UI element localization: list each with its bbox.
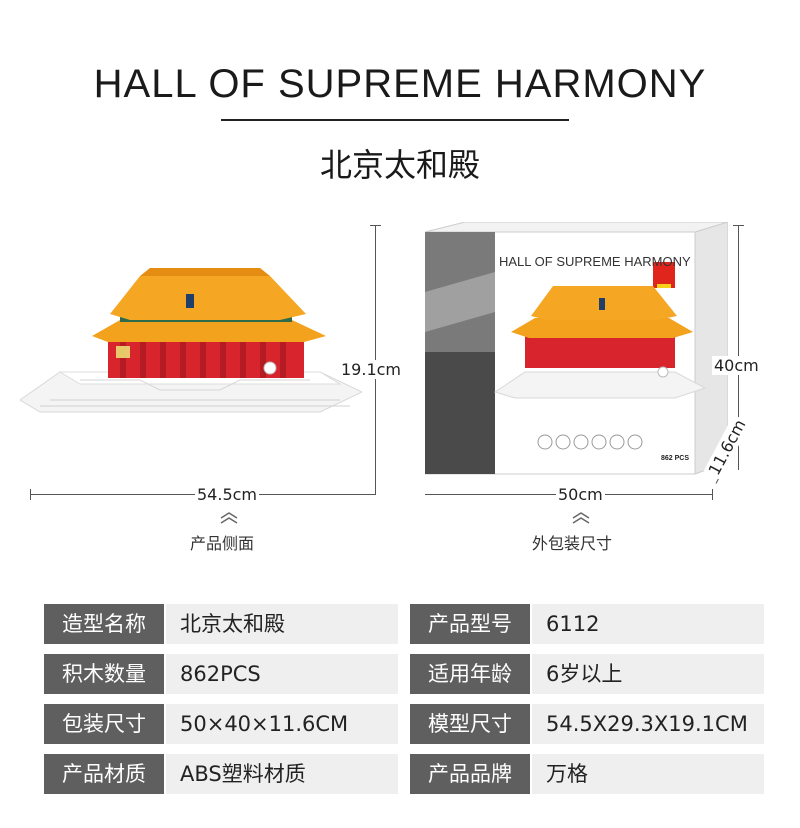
model-side-caption: 产品侧面 xyxy=(190,534,255,553)
model-height-label: 19.1cm xyxy=(339,360,404,379)
box-image: HALL OF SUPREME HARMONY 862 PCS xyxy=(425,222,728,475)
model-image xyxy=(20,268,362,413)
page-title: HALL OF SUPREME HARMONY xyxy=(93,62,707,106)
table-row: 积木数量 862PCS 适用年龄 6岁以上 xyxy=(44,654,764,694)
spec-label: 积木数量 xyxy=(44,654,164,694)
box-height-line xyxy=(738,225,739,470)
page-subtitle: 北京太和殿 xyxy=(319,146,480,184)
box-title: HALL OF SUPREME HARMONY xyxy=(499,254,691,269)
box-pcs: 862 PCS xyxy=(661,455,689,462)
spec-label: 产品品牌 xyxy=(410,754,530,794)
chevron-up-icon xyxy=(220,512,238,524)
spec-value: 54.5X29.3X19.1CM xyxy=(532,704,764,744)
box-width-label: 50cm xyxy=(556,485,605,504)
spec-value: ABS塑料材质 xyxy=(166,754,398,794)
spec-value: 6岁以上 xyxy=(532,654,764,694)
box-width-tick-right xyxy=(712,489,713,500)
spec-label: 模型尺寸 xyxy=(410,704,530,744)
box-size-caption: 外包装尺寸 xyxy=(532,534,613,553)
spec-value: 6112 xyxy=(532,604,764,644)
spec-value: 万格 xyxy=(532,754,764,794)
model-height-tick-top xyxy=(370,225,381,226)
model-length-label: 54.5cm xyxy=(195,485,260,504)
model-length-tick-left xyxy=(30,489,31,500)
spec-label: 适用年龄 xyxy=(410,654,530,694)
spec-value: 862PCS xyxy=(166,654,398,694)
spec-label: 造型名称 xyxy=(44,604,164,644)
spec-label: 产品型号 xyxy=(410,604,530,644)
box-height-label: 40cm xyxy=(712,356,761,375)
spec-label: 产品材质 xyxy=(44,754,164,794)
chevron-up-icon xyxy=(572,512,590,524)
box-height-tick-top xyxy=(733,225,744,226)
table-row: 造型名称 北京太和殿 产品型号 6112 xyxy=(44,604,764,644)
spec-value: 北京太和殿 xyxy=(166,604,398,644)
title-divider xyxy=(221,119,569,121)
table-row: 包装尺寸 50×40×11.6CM 模型尺寸 54.5X29.3X19.1CM xyxy=(44,704,764,744)
spec-label: 包装尺寸 xyxy=(44,704,164,744)
spec-value: 50×40×11.6CM xyxy=(166,704,398,744)
table-row: 产品材质 ABS塑料材质 产品品牌 万格 xyxy=(44,754,764,794)
